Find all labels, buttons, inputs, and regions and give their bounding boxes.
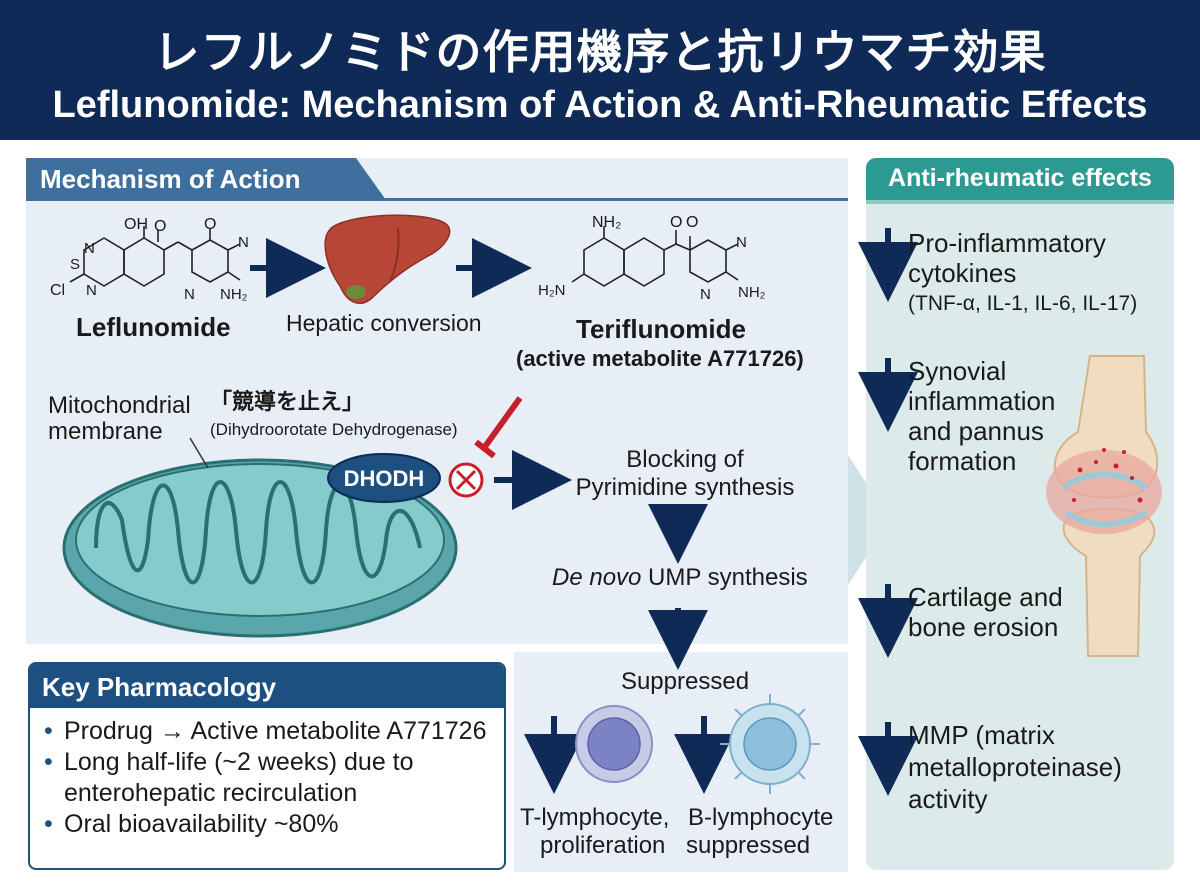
- teriflunomide-subtitle: (active metabolite A771726): [516, 346, 804, 371]
- pharmacology-list: Prodrug → Active metabolite A771726 Long…: [30, 708, 504, 840]
- mitochondrion-icon: [62, 458, 458, 638]
- dhodh-label: DHODH: [343, 466, 425, 491]
- atom-label: O: [670, 214, 683, 231]
- header-banner: レフルノミドの作用機序と抗リウマチ効果 Leflunomide: Mechani…: [0, 0, 1200, 140]
- atom-label: S: [70, 256, 81, 273]
- inhibition-bar: [474, 439, 496, 459]
- dhodh-badge: [327, 453, 441, 503]
- effects-tab: Anti-rheumatic effects: [866, 158, 1174, 200]
- blocking-line2: Pyrimidine synthesis: [575, 474, 795, 501]
- atom-label: NH₂: [220, 286, 248, 303]
- key-pharmacology-title: Key Pharmacology: [30, 664, 504, 708]
- title-japanese: レフルノミドの作用機序と抗リウマチ効果: [153, 25, 1047, 79]
- t-cell-label-2: proliferation: [540, 832, 666, 859]
- effects-tab-underline: [866, 200, 1174, 204]
- effect-mmp-line3: activity: [908, 784, 988, 814]
- effect-cytokines-line2: cytokines: [908, 258, 1017, 288]
- suppressed-label: Suppressed: [620, 668, 750, 695]
- enzyme-full-name: (Dihydroorotate Dehydrogenase): [210, 420, 458, 439]
- atom-label: OH: [124, 216, 148, 233]
- denovo-italic: De novo: [552, 564, 642, 591]
- effect-mmp-line1: MMP (matrix: [908, 720, 1055, 750]
- pharmacology-item: Long half-life (~2 weeks) due toenterohe…: [42, 747, 504, 809]
- inhibition-line: [481, 396, 523, 450]
- knee-joint-icon: [1046, 355, 1162, 657]
- effect-synovial-line4: formation: [908, 446, 1017, 476]
- effect-synovial-line1: Synovial: [908, 356, 1007, 386]
- pharmacology-item: Prodrug → Active metabolite A771726: [42, 716, 504, 747]
- b-lymphocyte-icon: [720, 694, 820, 794]
- atom-label: O: [154, 218, 167, 235]
- atom-label: N: [736, 234, 747, 251]
- t-cell-label-1: T-lymphocyte,: [520, 804, 670, 831]
- leflunomide-label: Leflunomide: [76, 312, 231, 342]
- effect-cytokines-line1: Pro-inflammatory: [908, 228, 1106, 258]
- t-lymphocyte-icon: [575, 705, 653, 783]
- atom-label: O: [204, 216, 217, 233]
- mechanism-tab-label: Mechanism of Action: [40, 164, 301, 194]
- mitochondrial-label: Mitochondrial: [48, 392, 191, 419]
- membrane-label: membrane: [48, 418, 163, 445]
- leflunomide-structure: [69, 226, 241, 287]
- title-english: Leflunomide: Mechanism of Action & Anti-…: [52, 84, 1148, 126]
- mechanism-tab-underline: [26, 198, 848, 201]
- japanese-note: 「競導を止え」: [210, 390, 365, 415]
- atom-label: N: [86, 282, 97, 299]
- effect-synovial-line3: and pannus: [908, 416, 1044, 446]
- key-pharmacology-box: Key Pharmacology Prodrug → Active metabo…: [28, 662, 506, 870]
- atom-label: Cl: [50, 282, 66, 299]
- atom-label: H₂N: [538, 282, 566, 299]
- liver-icon: [324, 214, 451, 304]
- pharmacology-item: Oral bioavailability ~80%: [42, 809, 504, 840]
- b-cell-label-2: suppressed: [686, 832, 811, 859]
- teriflunomide-structure: [571, 226, 739, 287]
- blocking-line1: Blocking of: [626, 446, 744, 473]
- effects-tab-label: Anti-rheumatic effects: [888, 164, 1152, 192]
- denovo-rest: UMP synthesis: [641, 564, 808, 591]
- mechanism-tab: Mechanism of Action: [26, 158, 386, 200]
- hepatic-conversion-label: Hepatic conversion: [286, 310, 482, 336]
- atom-label: N: [184, 286, 195, 303]
- effect-cytokines-detail: (TNF-α, IL-1, IL-6, IL-17): [908, 292, 1138, 315]
- atom-label: N: [84, 240, 95, 257]
- atom-label: N: [238, 234, 249, 251]
- b-cell-label-1: B-lymphocyte: [688, 804, 834, 831]
- atom-label: N: [700, 286, 711, 303]
- teriflunomide-label: Teriflunomide: [576, 314, 746, 344]
- atom-label: NH₂: [738, 284, 766, 301]
- atom-label: O: [686, 214, 699, 231]
- atom-label: NH₂: [592, 214, 622, 231]
- denovo-label: De novo UMP synthesis: [552, 564, 808, 592]
- effect-synovial-line2: inflammation: [908, 386, 1056, 416]
- inhibition-x-icon: [448, 462, 484, 498]
- effect-cartilage-line2: bone erosion: [908, 612, 1059, 642]
- membrane-pointer: [189, 437, 209, 469]
- effect-mmp-line2: metalloproteinase): [908, 752, 1122, 782]
- effect-cartilage-line1: Cartilage and: [908, 582, 1063, 612]
